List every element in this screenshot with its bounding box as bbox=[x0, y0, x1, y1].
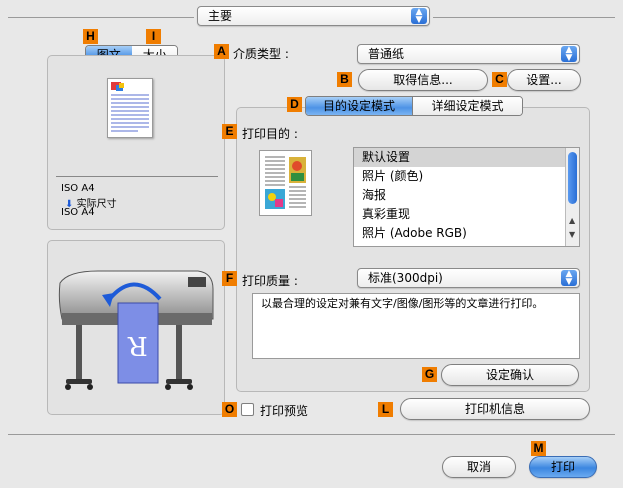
print-quality-description: 以最合理的设定对兼有文字/图像/图形等的文章进行打印。 bbox=[261, 297, 544, 310]
print-preview-label: 打印预览 bbox=[260, 404, 309, 418]
scrollbar-thumb[interactable] bbox=[568, 152, 577, 204]
marker-m: M bbox=[531, 441, 546, 456]
arrow-down-icon: ⬇ bbox=[65, 199, 74, 210]
marker-g: G bbox=[422, 367, 437, 382]
scroll-up-icon[interactable]: ▲ bbox=[569, 216, 576, 225]
marker-e: E bbox=[222, 124, 237, 139]
printer-illustration-group: R bbox=[47, 240, 225, 415]
print-purpose-label: 打印目的 : bbox=[242, 127, 298, 141]
marker-d: D bbox=[287, 97, 302, 112]
list-item[interactable]: 照片 (Adobe RGB) bbox=[362, 226, 467, 240]
print-button[interactable]: 打印 bbox=[529, 456, 597, 478]
preview-separator bbox=[56, 176, 218, 177]
top-separator-right bbox=[433, 17, 615, 18]
media-type-label: 介质类型 : bbox=[233, 47, 289, 61]
marker-o: O bbox=[222, 402, 237, 417]
cancel-button[interactable]: 取消 bbox=[442, 456, 516, 478]
main-popup[interactable]: 主要 ▲▼ bbox=[197, 6, 430, 26]
paper-size-output: ISO A4 bbox=[61, 207, 95, 218]
page-preview-group: ISO A4 ⬇ 实际尺寸 ISO A4 bbox=[47, 55, 225, 230]
svg-text:R: R bbox=[127, 330, 148, 360]
scroll-down-icon[interactable]: ▼ bbox=[569, 230, 576, 239]
marker-a: A bbox=[214, 44, 229, 59]
media-type-arrows-icon: ▲▼ bbox=[561, 46, 577, 63]
printer-illustration: R bbox=[58, 270, 214, 390]
print-preview-checkbox[interactable] bbox=[241, 403, 254, 416]
main-popup-arrows-icon: ▲▼ bbox=[411, 8, 427, 25]
scale-label: 实际尺寸 bbox=[76, 199, 117, 210]
list-item[interactable]: 照片 (颜色) bbox=[362, 169, 424, 183]
marker-c: C bbox=[492, 72, 507, 87]
top-separator-left bbox=[8, 17, 194, 18]
scale-row: ⬇ 实际尺寸 bbox=[65, 195, 117, 210]
purpose-thumbnail-icon bbox=[265, 156, 306, 209]
print-quality-arrows-icon: ▲▼ bbox=[561, 270, 577, 287]
media-type-value: 普通纸 bbox=[368, 47, 405, 61]
list-item[interactable]: 真彩重现 bbox=[362, 207, 411, 221]
page-thumbnail-icon bbox=[111, 82, 149, 132]
marker-b: B bbox=[337, 72, 352, 87]
mode-tab-group: 目的设定模式 详细设定模式 bbox=[305, 96, 523, 116]
bottom-separator bbox=[8, 434, 615, 435]
get-info-button[interactable]: 取得信息... bbox=[358, 69, 488, 91]
page-thumbnail bbox=[107, 78, 153, 138]
confirm-settings-button[interactable]: 设定确认 bbox=[441, 364, 579, 386]
list-scrollbar[interactable]: ▲ ▼ bbox=[565, 148, 579, 246]
list-item[interactable]: 默认设置 bbox=[354, 148, 579, 167]
main-popup-value: 主要 bbox=[208, 9, 233, 23]
print-quality-value: 标准(300dpi) bbox=[368, 271, 443, 285]
print-purpose-list[interactable]: 默认设置 照片 (颜色) 海报 真彩重现 照片 (Adobe RGB) ▲ ▼ bbox=[353, 147, 580, 247]
tab-detail-mode[interactable]: 详细设定模式 bbox=[413, 97, 522, 115]
purpose-thumbnail bbox=[259, 150, 312, 216]
print-quality-popup[interactable]: 标准(300dpi) ▲▼ bbox=[357, 268, 580, 288]
media-type-popup[interactable]: 普通纸 ▲▼ bbox=[357, 44, 580, 64]
marker-i: I bbox=[146, 29, 161, 44]
marker-l: L bbox=[378, 402, 393, 417]
marker-f: F bbox=[222, 271, 237, 286]
mode-tab-divider bbox=[412, 97, 413, 115]
tab-purpose-mode[interactable]: 目的设定模式 bbox=[306, 97, 413, 115]
paper-size-source: ISO A4 bbox=[61, 183, 95, 194]
printer-info-button[interactable]: 打印机信息 bbox=[400, 398, 590, 420]
print-quality-label: 打印质量 : bbox=[242, 274, 298, 288]
marker-h: H bbox=[83, 29, 98, 44]
list-item[interactable]: 海报 bbox=[362, 188, 387, 202]
settings-button[interactable]: 设置... bbox=[507, 69, 581, 91]
print-quality-description-box: 以最合理的设定对兼有文字/图像/图形等的文章进行打印。 bbox=[252, 293, 580, 359]
